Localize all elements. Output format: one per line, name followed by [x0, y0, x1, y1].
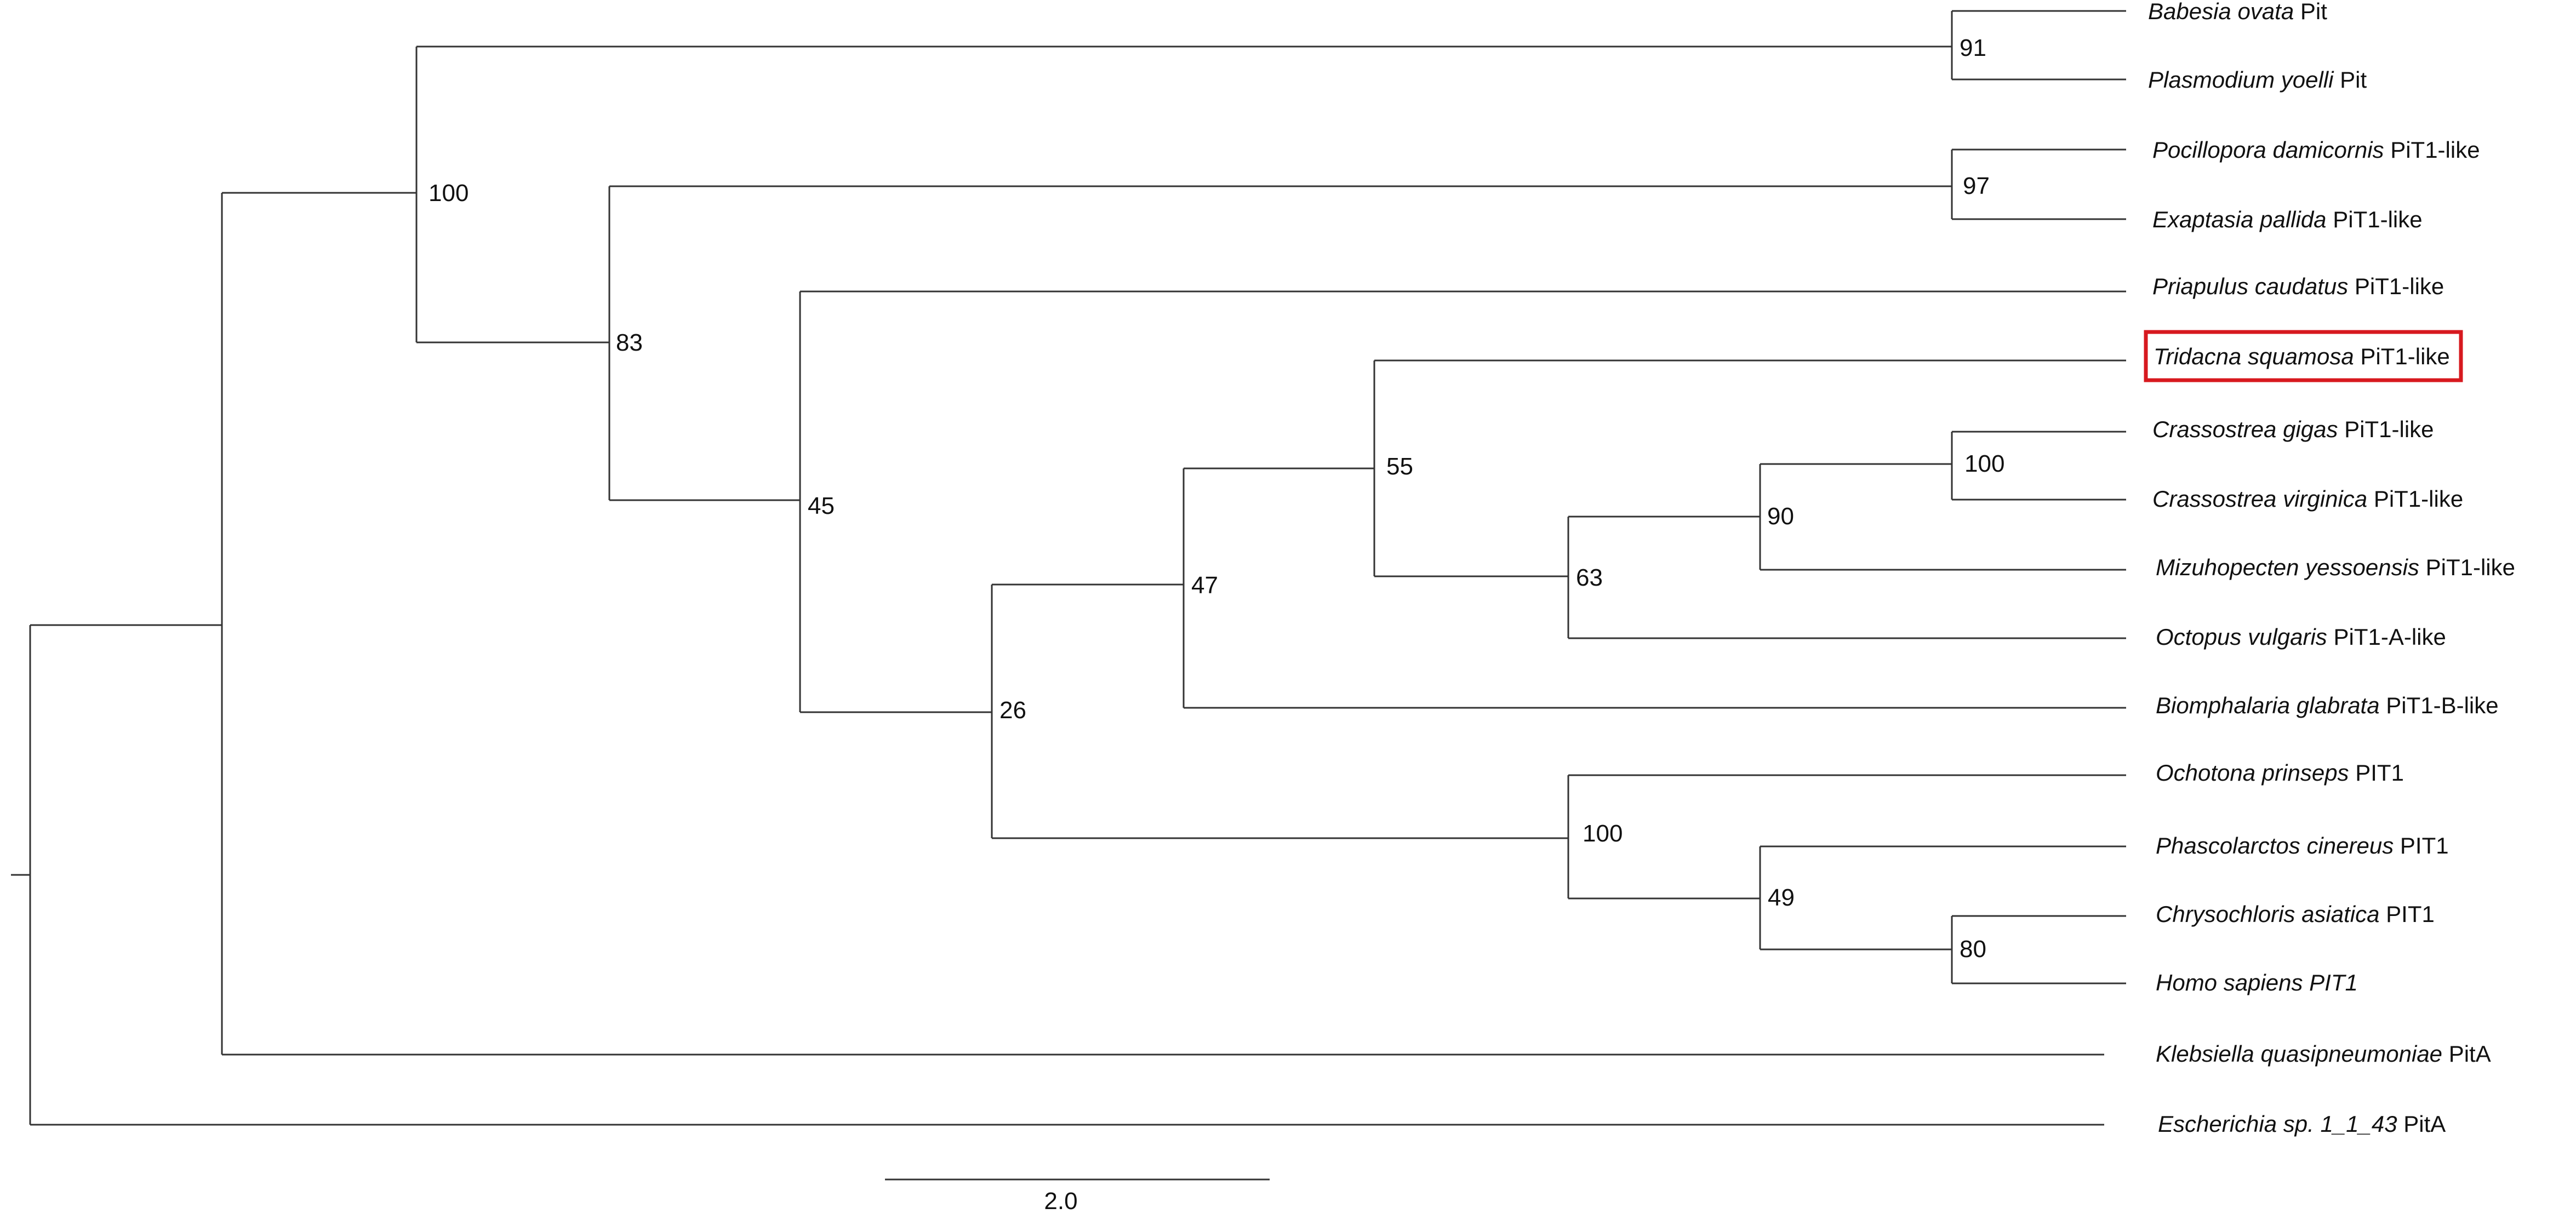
support-value: 63 [1576, 564, 1603, 591]
gene-name: Pit [2340, 67, 2367, 93]
branch-root [29, 624, 2104, 1126]
branch-node-80 [1951, 915, 2126, 984]
support-value: 100 [429, 180, 469, 207]
support-value: 97 [1963, 173, 1990, 199]
gene-name: PIT1 [2400, 833, 2449, 858]
species-name: Tridacna squamosa [2154, 343, 2354, 369]
branch-node-100-top [415, 45, 1952, 343]
support-value: 49 [1768, 884, 1795, 911]
branch-node-26 [991, 583, 1568, 839]
species-name: Crassostrea virginica [2152, 486, 2367, 512]
gene-name: PIT1 [2309, 970, 2358, 995]
species-name: Phascolarctos cinereus [2156, 833, 2394, 858]
branch-node-90 [1759, 463, 2126, 571]
support-value: 26 [999, 697, 1026, 724]
branch-node-55 [1373, 359, 2126, 577]
tip-label-klebsiella: Klebsiella quasipneumoniae PitA [2156, 1041, 2491, 1067]
branch-node-47 [1183, 467, 2126, 709]
species-name: Pocillopora damicornis [2152, 137, 2384, 163]
branch-node-mammals [1567, 774, 2126, 900]
gene-name: PiT1-like [2344, 416, 2434, 442]
highlight-box [2144, 330, 2463, 382]
species-name: Chrysochloris asiatica [2156, 901, 2379, 927]
gene-name: PitA [2403, 1111, 2446, 1137]
species-name: Biomphalaria glabrata [2156, 692, 2380, 718]
species-name: Escherichia sp. 1_1_43 [2158, 1111, 2397, 1137]
gene-name: PiT1-like [2333, 207, 2422, 232]
branch-node-49 [1759, 845, 2126, 950]
species-name: Priapulus caudatus [2152, 273, 2348, 299]
tip-label-pocillopora: Pocillopora damicornis PiT1-like [2152, 137, 2480, 163]
tip-label-ochotona: Ochotona prinseps PIT1 [2156, 760, 2404, 786]
tip-label-octopus: Octopus vulgaris PiT1-A-like [2156, 624, 2446, 650]
support-value: 55 [1386, 453, 1413, 480]
gene-name: PiT1-like [2360, 343, 2449, 369]
species-name: Mizuhopecten yessoensis [2156, 554, 2419, 580]
tip-label-plasmodium: Plasmodium yoelli Pit [2148, 67, 2367, 93]
tip-label-priapulus: Priapulus caudatus PiT1-like [2152, 273, 2444, 299]
support-value: 100 [1583, 820, 1623, 847]
branch-node-45 [799, 290, 2126, 713]
branch-node-83 [608, 185, 1952, 501]
tip-label-cvirginica: Crassostrea virginica PiT1-like [2152, 486, 2463, 512]
tip-label-mizuhopecten: Mizuhopecten yessoensis PiT1-like [2156, 554, 2515, 580]
species-name: Plasmodium yoelli [2148, 67, 2334, 93]
gene-name: PitA [2449, 1041, 2491, 1067]
tip-label-cgigas: Crassostrea gigas PiT1-like [2152, 416, 2434, 442]
support-value: 90 [1767, 503, 1794, 530]
gene-name: PiT1-like [2390, 137, 2480, 163]
gene-name: PiT1-like [2426, 554, 2515, 580]
gene-name: PIT1 [2386, 901, 2435, 927]
tip-label-chrysochloris: Chrysochloris asiatica PIT1 [2156, 901, 2435, 927]
tip-label-homo: Homo sapiens PIT1 [2156, 970, 2358, 995]
support-value: 83 [616, 329, 643, 356]
support-value: 47 [1191, 572, 1218, 599]
gene-name: Pit [2300, 0, 2327, 24]
species-name: Klebsiella quasipneumoniae [2156, 1041, 2442, 1067]
species-name: Ochotona prinseps [2156, 760, 2349, 786]
support-value: 100 [1964, 450, 2004, 477]
tip-label-phascolarctos: Phascolarctos cinereus PIT1 [2156, 833, 2449, 858]
gene-name: PiT1-like [2374, 486, 2463, 512]
branch-node-63 [1567, 516, 2126, 639]
gene-name: PIT1 [2355, 760, 2404, 786]
tip-label-tridacna: Tridacna squamosa PiT1-like [2154, 343, 2450, 369]
support-value: 45 [808, 493, 835, 519]
species-name: Babesia ovata [2148, 0, 2294, 24]
support-value: 80 [1960, 936, 1986, 963]
tip-label-babesia: Babesia ovata Pit [2148, 0, 2327, 24]
gene-name: PiT1-like [2355, 273, 2444, 299]
species-name: Crassostrea gigas [2152, 416, 2338, 442]
branch-klebsiella-node [221, 192, 2104, 1056]
branch-node-97 [1951, 148, 2126, 220]
scale-bar-label: 2.0 [1044, 1188, 1077, 1214]
tip-label-escherichia: Escherichia sp. 1_1_43 PitA [2158, 1111, 2446, 1137]
species-name: Homo sapiens [2156, 970, 2303, 995]
species-name: Exaptasia pallida [2152, 207, 2327, 232]
support-value: 91 [1960, 35, 1986, 61]
gene-name: PiT1-B-like [2386, 692, 2498, 718]
species-name: Octopus vulgaris [2156, 624, 2327, 650]
gene-name: PiT1-A-like [2333, 624, 2446, 650]
branch-node-91 [1951, 10, 2126, 81]
branch-node-crassostrea [1951, 431, 2126, 501]
tip-label-exaptasia: Exaptasia pallida PiT1-like [2152, 207, 2423, 232]
tip-label-biomphalaria: Biomphalaria glabrata PiT1-B-like [2156, 692, 2499, 718]
